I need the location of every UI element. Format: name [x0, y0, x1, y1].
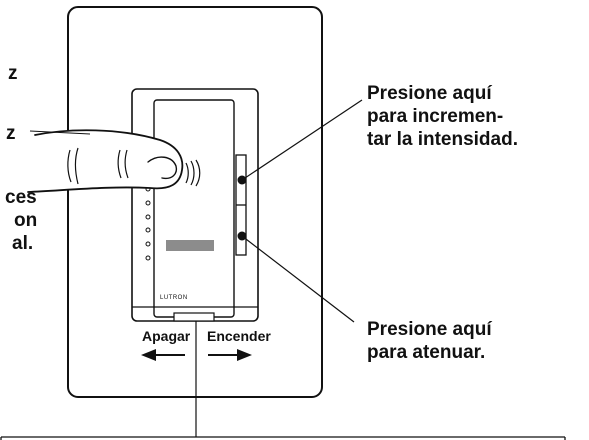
off-arrow-icon	[141, 349, 156, 361]
leader-line-down	[241, 235, 355, 323]
callout-increase-line-3: tar la intensidad.	[367, 129, 518, 150]
tap-switch	[173, 312, 215, 322]
indicator-bar	[166, 240, 214, 251]
callout-increase-line-1: Presione aquí	[367, 83, 492, 104]
left-label-line-2: z	[6, 123, 16, 144]
knuckle-line	[67, 149, 72, 183]
brand-logo: LUTRON	[160, 295, 188, 301]
leader-dot-up	[237, 175, 247, 185]
press-motion-mark	[195, 159, 201, 187]
led-dot	[145, 241, 151, 247]
led-dot	[145, 255, 151, 261]
wall-plate	[67, 6, 323, 398]
off-label: Apagar	[142, 328, 191, 344]
left-label-line-4: on	[14, 210, 38, 231]
knuckle-line	[124, 149, 129, 179]
callout-dim-line-2: para atenuar.	[367, 342, 486, 363]
led-dot	[145, 200, 151, 206]
knuckle-line	[74, 147, 79, 185]
left-label-line-3: ces	[5, 187, 37, 208]
left-label-line-5: al.	[12, 233, 34, 254]
leader-dot-down	[237, 231, 247, 241]
callout-dim-line-1: Presione aquí	[367, 319, 492, 340]
leader-line-left	[29, 130, 91, 135]
led-dot	[145, 227, 151, 233]
leader-line-up	[241, 99, 363, 181]
on-arrow-icon	[237, 349, 252, 361]
callout-increase-line-2: para incremen-	[367, 106, 504, 127]
finger-icon	[27, 129, 184, 193]
dimmer-paddle	[153, 99, 235, 318]
press-motion-mark	[185, 162, 189, 184]
on-label: Encender	[207, 328, 271, 344]
left-label-line-1: z	[8, 63, 18, 84]
press-motion-mark	[190, 160, 195, 186]
knuckle-line	[117, 149, 122, 179]
led-dot	[145, 214, 151, 220]
fingernail	[147, 156, 178, 180]
